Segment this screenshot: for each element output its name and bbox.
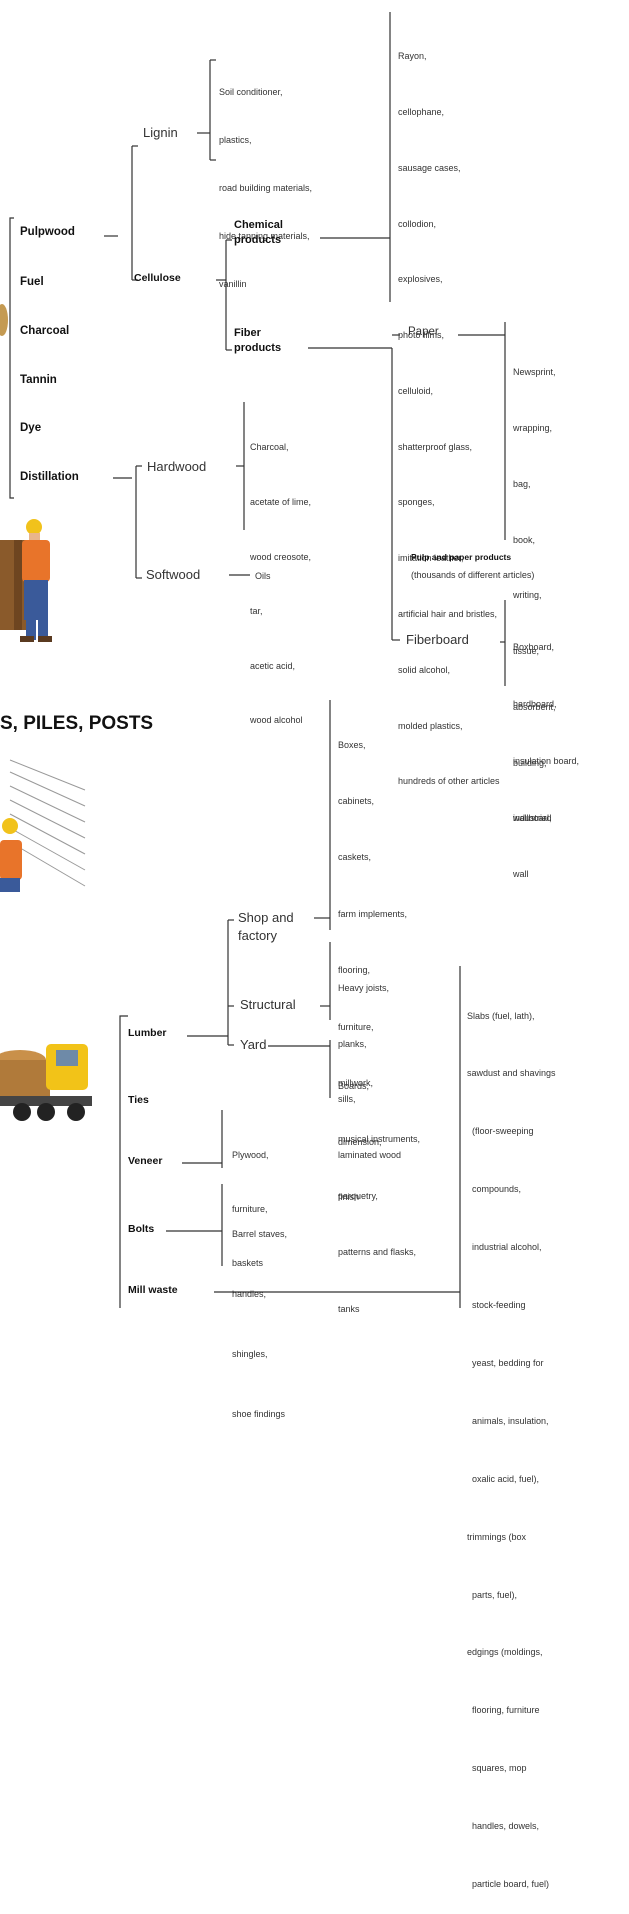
chemical-products-label: Chemical products bbox=[234, 219, 283, 246]
tannin-label: Tannin bbox=[20, 374, 57, 386]
veneer-label: Veneer bbox=[128, 1155, 163, 1167]
paper-list: Newsprint, wrapping, bag, book, writing,… bbox=[513, 367, 556, 880]
dye-label: Dye bbox=[20, 422, 42, 434]
cellulose-label: Cellulose bbox=[134, 272, 181, 284]
bolts-label: Bolts bbox=[128, 1223, 155, 1235]
fiberboard-list: Boxboard, hardboard, insulation board, w… bbox=[513, 642, 580, 823]
lignin-products-list: Soil conditioner, plastics, road buildin… bbox=[219, 87, 313, 289]
hardwood-list: Charcoal, acetate of lime, wood creosote… bbox=[250, 442, 312, 726]
lignin-label: Lignin bbox=[143, 125, 178, 140]
log-edge-illustration bbox=[0, 304, 8, 336]
oils-label: Oils bbox=[255, 571, 271, 581]
mill-waste-list: Slabs (fuel, lath), sawdust and shavings… bbox=[467, 1010, 556, 1889]
main-bracket-1 bbox=[9, 217, 14, 499]
paper-label: Paper bbox=[408, 326, 439, 338]
ties-label: Ties bbox=[128, 1094, 149, 1106]
structural-list: Heavy joists, planks, sills, laminated w… bbox=[338, 983, 402, 1160]
distillation-label: Distillation bbox=[20, 471, 79, 483]
shop-factory-label: Shop and factory bbox=[238, 910, 294, 943]
log-truck-illustration bbox=[0, 1044, 92, 1121]
yard-label: Yard bbox=[240, 1037, 267, 1052]
diagram-lines bbox=[0, 12, 506, 1308]
pulpwood-label: Pulpwood bbox=[20, 226, 75, 238]
pulp-paper-subtitle: (thousands of different articles) bbox=[411, 570, 535, 580]
mill-waste-label: Mill waste bbox=[128, 1284, 178, 1296]
yard-list: Boards, dimension, finish bbox=[338, 1081, 382, 1202]
chemical-products-list: Rayon, cellophane, sausage cases, collod… bbox=[398, 51, 500, 787]
fiber-products-label: Fiber products bbox=[234, 327, 282, 354]
softwood-label: Softwood bbox=[146, 567, 201, 582]
structural-label: Structural bbox=[240, 997, 296, 1012]
veneer-list: Plywood, furniture, baskets bbox=[232, 1150, 269, 1268]
fuel-label: Fuel bbox=[20, 276, 44, 288]
pulp-paper-title: Pulp and paper products bbox=[411, 552, 512, 562]
lumber-label: Lumber bbox=[128, 1027, 167, 1039]
section-title: S, PILES, POSTS bbox=[0, 713, 154, 734]
hardwood-label: Hardwood bbox=[147, 459, 207, 474]
fiberboard-label: Fiberboard bbox=[406, 632, 469, 647]
bolts-list: Barrel staves, handles, shingles, shoe f… bbox=[232, 1229, 288, 1419]
pole-worker-illustration bbox=[0, 759, 86, 892]
logger-illustration-1 bbox=[0, 519, 52, 642]
charcoal-label: Charcoal bbox=[20, 325, 70, 337]
